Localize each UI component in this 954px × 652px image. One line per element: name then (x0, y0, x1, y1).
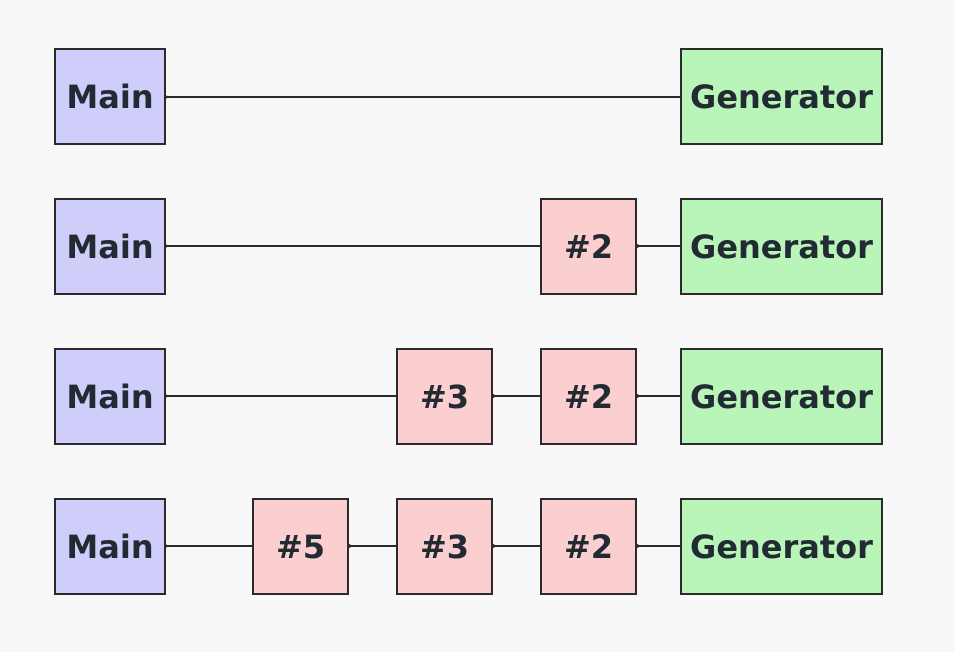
filter-node-2: #2 (540, 348, 637, 445)
filter-node-5: #5 (252, 498, 349, 595)
main-node: Main (54, 198, 166, 295)
filter-node-2: #2 (540, 498, 637, 595)
generator-node: Generator (680, 48, 883, 145)
generator-node: Generator (680, 198, 883, 295)
pipeline-row-2: Main #2 Generator (0, 198, 954, 295)
filter-node-2: #2 (540, 198, 637, 295)
pipeline-row-1: Main Generator (0, 48, 954, 145)
generator-node: Generator (680, 348, 883, 445)
filter-node-3: #3 (396, 498, 493, 595)
main-node: Main (54, 498, 166, 595)
main-node: Main (54, 48, 166, 145)
pipeline-row-3: Main #3 #2 Generator (0, 348, 954, 445)
generator-node: Generator (680, 498, 883, 595)
filter-node-3: #3 (396, 348, 493, 445)
main-node: Main (54, 348, 166, 445)
pipeline-row-4: Main #5 #3 #2 Generator (0, 498, 954, 595)
